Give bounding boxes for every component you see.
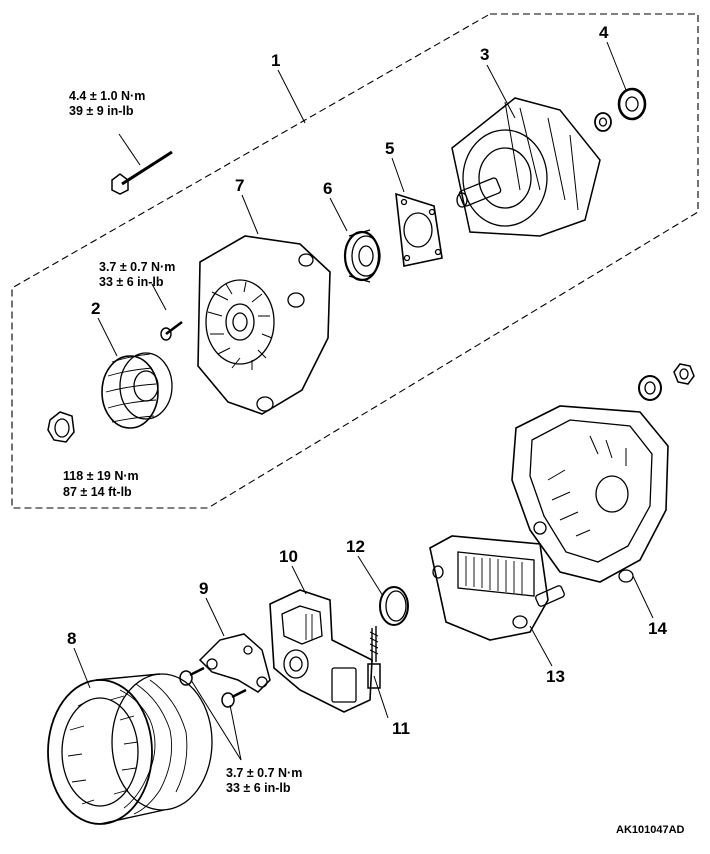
torque-spec-1-nm: 4.4 ± 1.0 N·m (69, 89, 145, 103)
figure-id: AK101047AD (616, 824, 685, 836)
part-3-rotor (451, 97, 601, 237)
torque-labels: 4.4 ± 1.0 N·m 39 ± 9 in-lb 3.7 ± 0.7 N·m… (63, 89, 302, 795)
part-11-brush (367, 626, 381, 689)
torque-spec-2-nm: 3.7 ± 0.7 N·m (99, 260, 175, 274)
part-13-rectifier (429, 535, 565, 641)
callout-2: 2 (91, 299, 100, 318)
callout-14: 14 (648, 619, 667, 638)
part-4-bearing-retainer (594, 87, 647, 132)
torque-spec-4-imp: 33 ± 6 in-lb (226, 781, 291, 795)
part-8-stator (47, 673, 213, 825)
through-bolt (111, 150, 173, 195)
callout-6: 6 (323, 179, 332, 198)
part-7-front-bracket (197, 235, 331, 415)
part-9-plate (198, 633, 271, 693)
callout-9: 9 (199, 579, 208, 598)
callout-1: 1 (271, 51, 280, 70)
part-5-gasket-plate (395, 192, 443, 267)
callout-13: 13 (546, 667, 565, 686)
torque-spec-1-imp: 39 ± 9 in-lb (69, 104, 134, 118)
part-6-bearing (343, 229, 381, 283)
part-12-seal-ring (379, 586, 409, 626)
part-2-pulley (101, 352, 173, 429)
callout-5: 5 (385, 139, 394, 158)
torque-spec-3-nm: 118 ± 19 N·m (63, 469, 139, 483)
callout-3: 3 (480, 45, 489, 64)
torque-spec-2-imp: 33 ± 6 in-lb (99, 275, 164, 289)
terminal-nuts (638, 363, 695, 401)
callout-4: 4 (599, 23, 609, 42)
callout-8: 8 (67, 629, 76, 648)
callout-10: 10 (279, 547, 298, 566)
part-14-rear-bracket (511, 405, 669, 583)
plate-screws (179, 666, 247, 708)
bracket-bolt (160, 320, 183, 341)
leader-lines (73, 41, 654, 761)
pulley-nut (47, 411, 75, 443)
torque-spec-4-nm: 3.7 ± 0.7 N·m (226, 766, 302, 780)
part-10-regulator (269, 589, 373, 713)
callout-12: 12 (346, 537, 365, 556)
callout-11: 11 (392, 719, 410, 738)
callout-labels: 1 2 3 4 5 6 7 8 9 10 11 12 13 14 (67, 23, 667, 738)
callout-7: 7 (235, 176, 244, 195)
torque-spec-3-imp: 87 ± 14 ft-lb (63, 485, 132, 499)
